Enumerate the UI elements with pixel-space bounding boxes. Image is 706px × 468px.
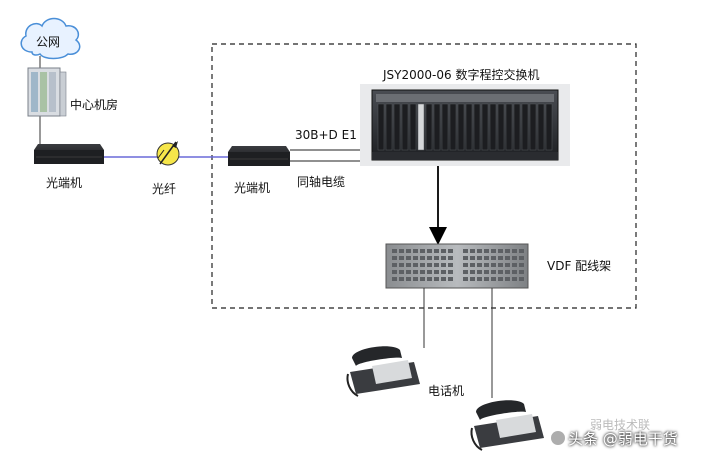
left-fiber-terminal-label: 光端机 — [46, 176, 83, 190]
phone-label: 电话机 — [428, 384, 465, 398]
right-fiber-terminal-label: 光端机 — [234, 181, 271, 195]
e1-link-label: 30B+D E1 — [295, 128, 357, 142]
watermark-faint-text: 弱电技术联 — [590, 418, 651, 432]
center-room-label: 中心机房 — [70, 98, 119, 112]
vdf-label: VDF 配线架 — [547, 259, 612, 273]
right-fiber-terminal-device — [228, 146, 290, 166]
watermark-logo-icon — [551, 431, 565, 445]
telephone-icon — [470, 400, 544, 451]
fiber-label: 光纤 — [152, 182, 177, 196]
switch-title: JSY2000-06 数字程控交换机 — [383, 68, 540, 82]
left-fiber-terminal-device — [34, 144, 104, 164]
telephone-icon — [346, 346, 420, 397]
cloud-label: 公网 — [36, 35, 61, 49]
vdf-frame-device — [385, 243, 529, 289]
server-rack-icon — [27, 67, 67, 117]
watermark-text: 头条 @弱电干货 — [568, 430, 678, 448]
switch-rack-device — [360, 84, 570, 166]
fiber-icon — [156, 141, 180, 166]
cloud-icon — [20, 17, 81, 60]
coax-link-label: 同轴电缆 — [297, 175, 346, 189]
